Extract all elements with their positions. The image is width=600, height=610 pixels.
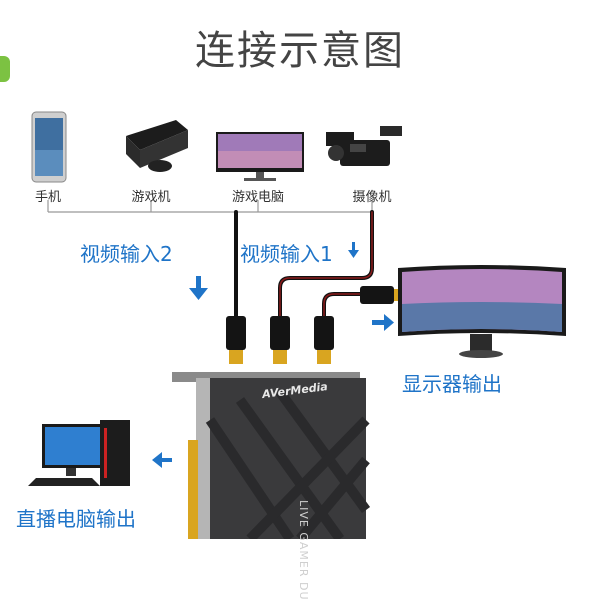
- camcorder-icon: [326, 126, 402, 166]
- streaming-pc-icon: [28, 420, 130, 486]
- down-arrow-small-icon: [348, 242, 359, 258]
- device-label-phone: 手机: [34, 190, 61, 205]
- device-connector-lines: [47, 200, 373, 213]
- display-output-label: 显示器输出: [402, 372, 502, 396]
- stream-pc-output-label: 直播电脑输出: [16, 507, 136, 531]
- device-label-gaming-pc: 游戏电脑: [231, 190, 284, 205]
- hdmi-plug-1: [226, 316, 246, 364]
- phone-icon: [31, 111, 67, 183]
- left-arrow-icon: [152, 452, 172, 468]
- device-label-camcorder: 摄像机: [352, 190, 392, 205]
- page-title: 连接示意图: [195, 28, 405, 74]
- video-input-1-label: 视频输入1: [240, 242, 333, 266]
- down-arrow-icon: [189, 276, 208, 300]
- diagram-canvas: [28, 111, 566, 539]
- right-arrow-icon: [372, 314, 394, 331]
- gaming-pc-icon: [216, 132, 304, 181]
- green-tab: [0, 56, 10, 82]
- hdmi-plug-2: [270, 316, 290, 364]
- hdmi-cables: [234, 210, 374, 318]
- capture-card: [172, 372, 371, 539]
- game-console-icon: [126, 120, 188, 172]
- device-label-console: 游戏机: [131, 190, 171, 205]
- card-model: LIVE GAMER DU: [297, 500, 310, 601]
- hdmi-plug-3: [314, 316, 334, 364]
- video-input-2-label: 视频输入2: [80, 242, 173, 266]
- display-monitor-icon: [398, 265, 566, 358]
